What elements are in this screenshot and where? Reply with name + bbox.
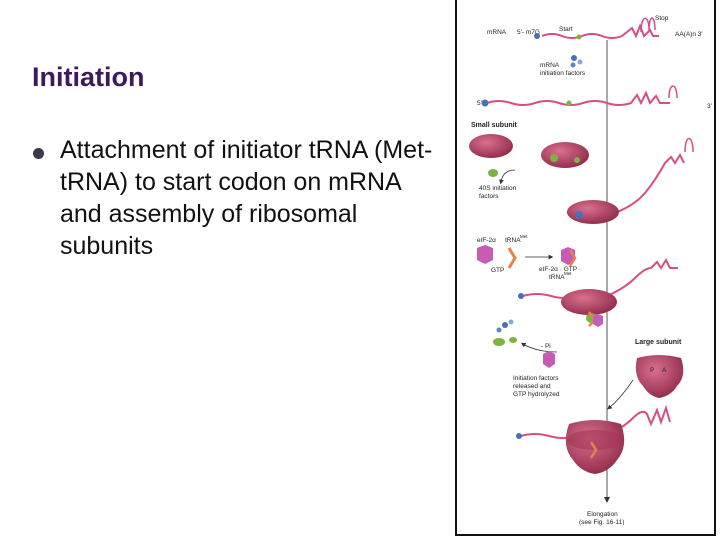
mrna-strand-2 bbox=[486, 90, 670, 106]
trna-met-sup: Met bbox=[520, 234, 528, 239]
a-site-label: A bbox=[662, 367, 667, 374]
ribosome-small-part-icon bbox=[567, 430, 623, 450]
released-factors-icon bbox=[493, 319, 517, 346]
join-arrow bbox=[607, 379, 634, 410]
three-prime-label: 3' bbox=[707, 103, 712, 110]
cap-icon-5 bbox=[516, 433, 522, 439]
ternary-complex-icon bbox=[561, 247, 577, 267]
release-arrow bbox=[520, 342, 558, 353]
five-prime-label: 5' bbox=[477, 100, 482, 107]
bullet-icon bbox=[33, 148, 44, 159]
initiation-diagram-panel: mRNA 5'- m7G Start Stop AA(A)n 3' mRNA i… bbox=[455, 0, 716, 536]
cap-icon-4 bbox=[518, 293, 524, 299]
five-m7g-label: 5'- m7G bbox=[517, 29, 540, 36]
bullet-text: Attachment of initiator tRNA (Met-tRNA) … bbox=[60, 136, 433, 260]
large-subunit-icon bbox=[635, 355, 684, 398]
initiation-complex-icon bbox=[561, 289, 617, 315]
init-40s-label-1: 40S initiation bbox=[479, 185, 517, 192]
eif2a-bound-icon bbox=[593, 314, 603, 327]
mrna-init-factors-label-1: mRNA bbox=[540, 62, 560, 69]
elongation-label-1: Elongation bbox=[587, 511, 618, 518]
factor-icon bbox=[566, 100, 572, 106]
mrna-init-factors-label-2: initiation factors bbox=[540, 70, 586, 77]
mrna-strand bbox=[541, 23, 659, 39]
released-label-2: released and bbox=[513, 383, 551, 390]
mrna-label: mRNA bbox=[487, 29, 507, 36]
small-subunit-label: Small subunit bbox=[471, 122, 518, 129]
initiation-diagram: mRNA 5'- m7G Start Stop AA(A)n 3' mRNA i… bbox=[469, 15, 712, 526]
trna-icon bbox=[507, 247, 517, 269]
initiation-factors-icon bbox=[570, 55, 583, 68]
stop-label: Stop bbox=[655, 15, 669, 22]
factor-icon-5 bbox=[575, 211, 583, 219]
factor-release-arrow bbox=[499, 169, 516, 185]
complex-label-2: tRNA bbox=[549, 274, 565, 281]
mrna-hairpin-3 bbox=[684, 137, 694, 153]
small-subunit-icon bbox=[469, 134, 513, 158]
preinitiation-complex-icon bbox=[567, 200, 619, 224]
eif2a-icon bbox=[477, 245, 493, 264]
elongation-label-2: (see Fig. 16-11) bbox=[579, 519, 624, 526]
eif2a-gdp-icon bbox=[543, 351, 555, 368]
large-subunit-label: Large subunit bbox=[635, 339, 682, 346]
start-codon-icon bbox=[576, 34, 582, 40]
factor-icon-2 bbox=[550, 154, 558, 162]
mrna-hairpin-2 bbox=[668, 85, 678, 99]
init-40s-label-2: factors bbox=[479, 193, 499, 200]
trna-met-label: tRNA bbox=[505, 237, 521, 244]
released-label-1: Initiation factors bbox=[513, 375, 559, 382]
complex-met-sup: Met bbox=[564, 271, 572, 276]
slide-title: Initiation bbox=[32, 62, 145, 92]
complex-label-1: eIF-2α · GTP · bbox=[539, 266, 581, 273]
cap-icon-2 bbox=[481, 99, 489, 107]
trna-p-site-icon bbox=[589, 441, 598, 459]
poly-a-label: AA(A)n 3' bbox=[675, 31, 703, 38]
mrna-hairpin bbox=[640, 17, 656, 33]
factor-icon-3 bbox=[574, 157, 580, 163]
cap-icon bbox=[534, 33, 540, 39]
pi-label: - Pi bbox=[541, 343, 551, 350]
start-label: Start bbox=[559, 26, 573, 33]
factor-icon-4 bbox=[488, 169, 498, 177]
gtp-label: GTP bbox=[491, 267, 504, 274]
released-label-3: GTP hydrolyzed bbox=[513, 391, 560, 398]
eif2a-label: eIF-2α bbox=[477, 237, 496, 244]
small-subunit-with-factors-icon bbox=[541, 142, 589, 168]
p-site-label: P bbox=[650, 367, 654, 374]
